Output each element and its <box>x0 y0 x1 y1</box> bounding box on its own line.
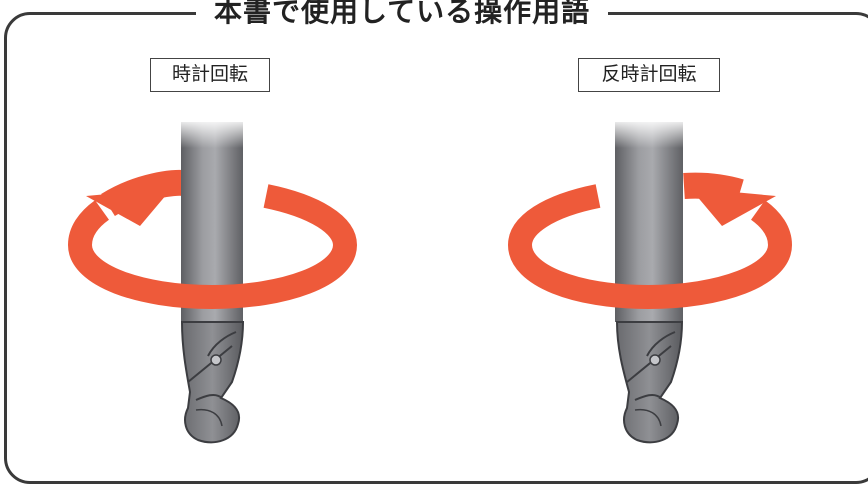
counterclockwise-arrowhead <box>690 188 776 226</box>
counterclockwise-figure <box>507 118 793 444</box>
clockwise-arrowhead <box>86 188 172 226</box>
clockwise-label: 時計回転 <box>150 58 270 92</box>
clockwise-arrow-front <box>67 184 358 310</box>
counterclockwise-arrow-back <box>683 172 744 205</box>
counterclockwise-arrow-front <box>507 184 793 310</box>
rotation-illustration <box>67 118 793 444</box>
counterclockwise-bit <box>615 321 684 444</box>
clockwise-bit <box>180 321 245 444</box>
counterclockwise-label: 反時計回転 <box>578 58 720 92</box>
clockwise-figure <box>67 118 358 444</box>
section-title: 本書で使用している操作用語 <box>196 0 609 30</box>
